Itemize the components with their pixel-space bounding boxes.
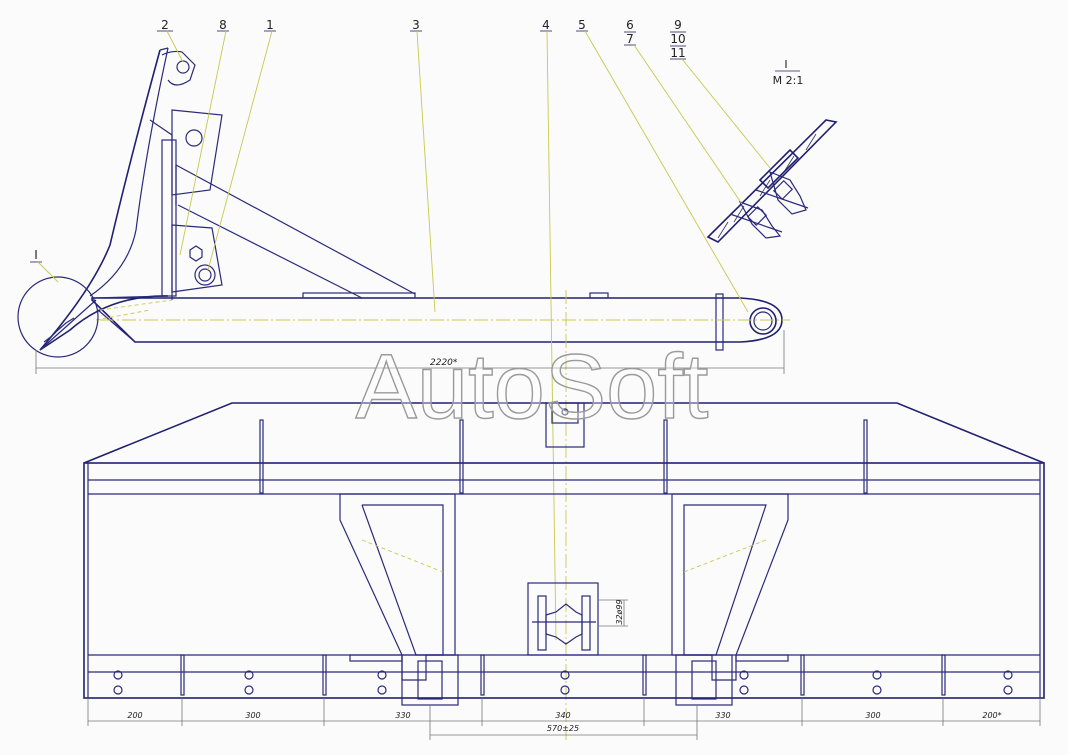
vertical-ribs: [180, 419, 946, 696]
dim-300-right: 300: [865, 711, 880, 720]
callout-10: 10: [670, 32, 685, 46]
section-mark: I: [784, 58, 787, 71]
callout-6: 6: [626, 18, 634, 32]
dim-200-right: 200*: [982, 711, 1001, 720]
blade-profile: [17, 47, 416, 358]
main-beam: [91, 290, 790, 740]
detail-circle-I: [17, 276, 99, 358]
callout-9: 9: [674, 18, 682, 32]
cutting-edge-bolts: [113, 670, 1013, 695]
dim-200-left: 200: [127, 711, 142, 720]
front-view: 32ø99: [83, 402, 1045, 706]
center-pin-assembly: 32ø99: [527, 582, 628, 656]
overall-length-label: 2220*: [430, 358, 458, 368]
callout-leaders: [30, 30, 771, 641]
callout-7: 7: [626, 32, 634, 46]
right-arm-bracket: [671, 493, 789, 706]
bottom-dimensions: 200 300 330 340 330 300 200* 570±25: [87, 698, 1041, 740]
callout-8: 8: [219, 18, 227, 32]
callout-I: I: [34, 248, 38, 262]
side-view: 2220*: [17, 47, 790, 740]
callout-5: 5: [578, 18, 586, 32]
left-arm-bracket: [339, 493, 459, 706]
section-detail-I: I M 2:1: [706, 58, 838, 243]
watermark: AutoSoft: [356, 336, 709, 438]
section-label: I M 2:1: [773, 58, 804, 87]
callout-3: 3: [412, 18, 420, 32]
length-dimension: 2220*: [35, 330, 785, 374]
dim-300-left: 300: [245, 711, 260, 720]
callout-2: 2: [161, 18, 169, 32]
dim-center-span: 570±25: [547, 724, 579, 733]
dim-330-left: 330: [395, 711, 410, 720]
pin-dimension-label: 32ø99: [615, 599, 624, 624]
callout-numbers: 2 8 1 3 4 5 6 7 9 10 11 I: [34, 18, 686, 262]
callout-11: 11: [670, 46, 685, 60]
section-scale: M 2:1: [773, 74, 804, 87]
dim-330-right: 330: [715, 711, 730, 720]
callout-4: 4: [542, 18, 550, 32]
callout-1: 1: [266, 18, 274, 32]
dim-340: 340: [555, 711, 570, 720]
